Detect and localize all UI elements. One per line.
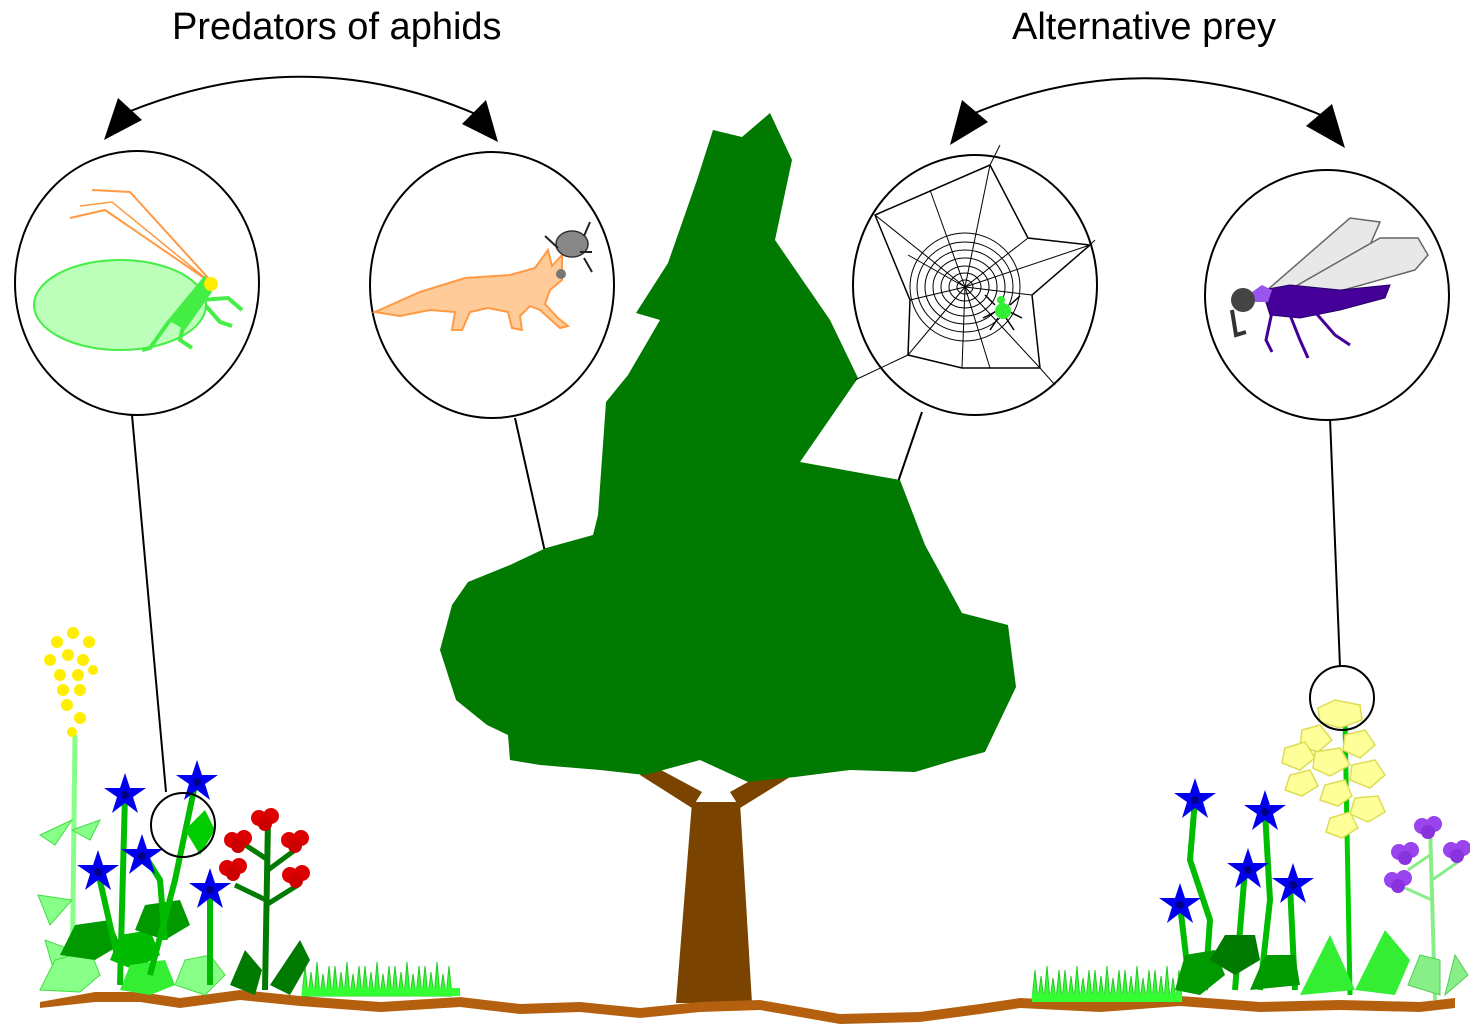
leaf-cluster — [40, 900, 225, 995]
pale-yellow-flower — [1282, 700, 1410, 995]
lacewing-circle — [15, 151, 259, 415]
larva-circle — [370, 152, 614, 418]
alternative-prey-arrow — [950, 78, 1345, 148]
web-circle — [853, 145, 1097, 415]
blue-flowers-right — [1159, 778, 1314, 995]
predators-arrow — [104, 77, 498, 142]
flower-icon — [38, 627, 310, 995]
red-flower — [219, 808, 310, 995]
flower-icon — [1159, 700, 1470, 1000]
fly-circle — [1205, 170, 1449, 420]
